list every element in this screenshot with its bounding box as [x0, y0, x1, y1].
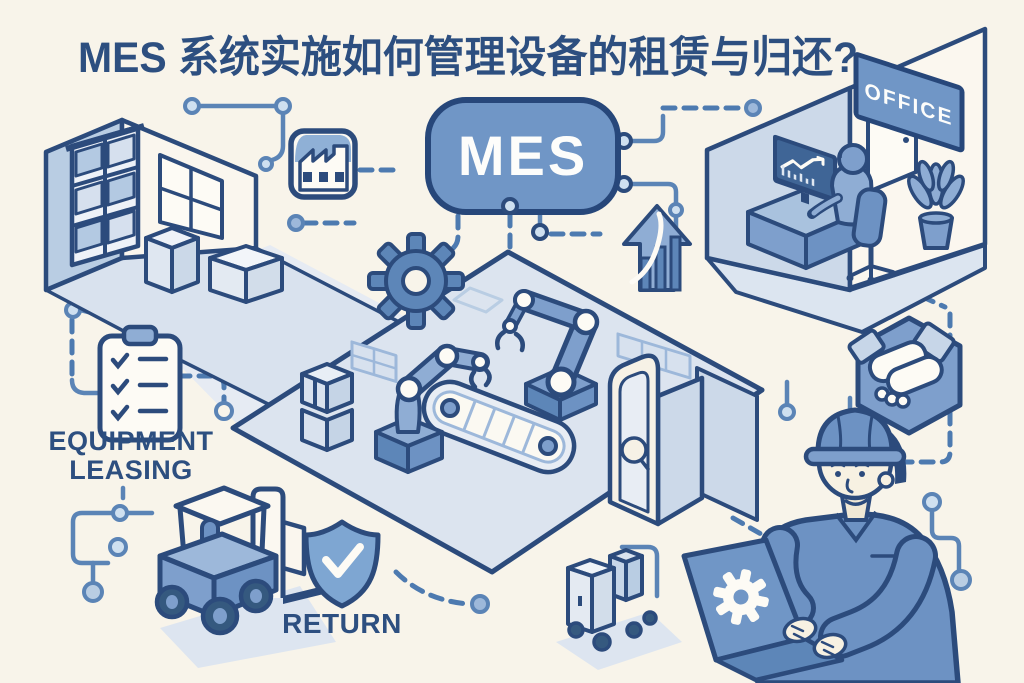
gateway-door — [607, 353, 705, 527]
equipment-leasing-label-line1: EQUIPMENT — [48, 426, 213, 456]
office-chair — [846, 187, 897, 284]
checklist-clipboard-icon — [97, 324, 183, 443]
warehouse-window-icon — [158, 153, 224, 240]
hard-hat-icon — [803, 407, 907, 467]
shield-check-icon — [303, 519, 381, 609]
office-sign: OFFICE — [853, 52, 965, 153]
office-scene: OFFICE — [704, 26, 988, 334]
equipment-leasing-label-line2: LEASING — [69, 455, 193, 485]
return-label: RETURN — [282, 608, 402, 639]
wall-panel-window — [350, 340, 398, 384]
title-text: MES 系统实施如何管理设备的租赁与归还? — [78, 34, 858, 82]
warehouse-box-1 — [144, 226, 200, 294]
laptop-keyboard — [713, 635, 845, 683]
factory-platform — [230, 249, 765, 575]
plant-icon — [907, 159, 965, 250]
equipment-leasing-block: EQUIPMENT LEASING — [48, 324, 213, 485]
mes-badge: MES — [425, 97, 621, 215]
warehouse-shelves-icon — [65, 123, 145, 268]
warehouse-box-2 — [208, 244, 284, 304]
worker-with-laptop — [681, 407, 961, 683]
connector-lines — [69, 103, 962, 607]
robot-arm-right — [495, 289, 600, 422]
conveyor-belt-icon — [421, 379, 577, 475]
gear-icon — [367, 232, 465, 330]
robot-arm-left — [374, 343, 492, 474]
worker-hands — [782, 616, 848, 660]
handshake-icon — [847, 315, 963, 436]
forklift-wheels — [154, 578, 274, 636]
factory-icon — [288, 128, 358, 200]
box-cart-icon — [566, 548, 658, 652]
laptop-gear-icon — [713, 569, 769, 625]
bar-chart-monitor-icon — [773, 134, 837, 205]
page-title: MES 系统实施如何管理设备的租赁与归还? — [78, 34, 858, 82]
mes-label: MES — [458, 124, 588, 187]
forklift-icon — [154, 485, 332, 636]
return-block: RETURN — [282, 519, 402, 639]
platform-side-wall — [695, 366, 759, 522]
growth-arrow-icon — [622, 204, 692, 292]
platform-box-stack — [300, 362, 354, 452]
